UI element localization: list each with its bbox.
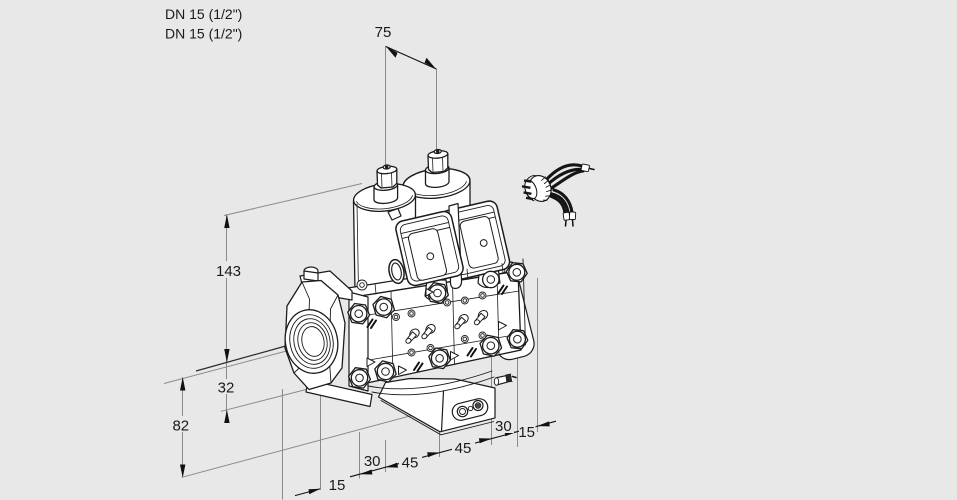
svg-text:45: 45 xyxy=(402,455,419,472)
svg-text:15: 15 xyxy=(329,477,346,494)
svg-text:32: 32 xyxy=(218,380,235,397)
svg-text:DN 15 (1/2"): DN 15 (1/2") xyxy=(165,6,242,22)
svg-text:45: 45 xyxy=(455,440,472,457)
svg-text:30: 30 xyxy=(495,418,512,435)
svg-text:DN 15 (1/2"): DN 15 (1/2") xyxy=(165,26,242,42)
svg-text:143: 143 xyxy=(216,263,241,280)
svg-text:75: 75 xyxy=(375,24,392,41)
svg-text:15: 15 xyxy=(518,424,535,441)
svg-text:30: 30 xyxy=(364,453,381,470)
svg-text:82: 82 xyxy=(172,418,189,435)
